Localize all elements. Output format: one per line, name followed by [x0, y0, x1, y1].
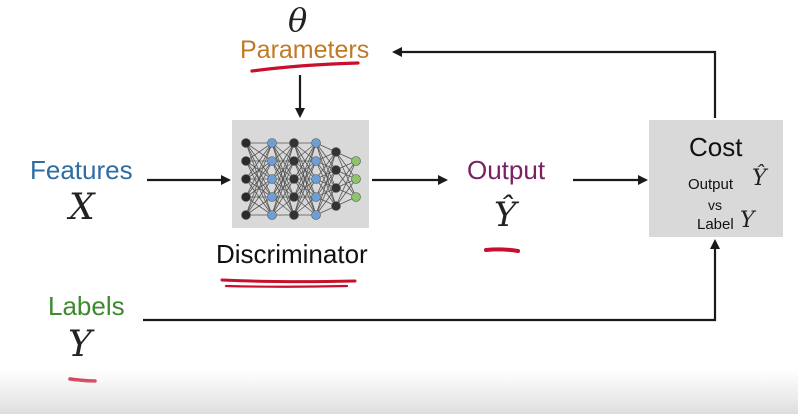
- nn-node: [267, 138, 277, 148]
- nn-edge: [245, 196, 273, 216]
- nn-edge: [245, 142, 273, 180]
- nn-edge: [271, 160, 295, 216]
- output-label: Output: [467, 155, 546, 185]
- nn-node: [289, 210, 299, 220]
- parameters-underline-annotation: [250, 61, 360, 73]
- nn-node: [331, 183, 341, 193]
- nn-node: [241, 192, 251, 202]
- cost-title: Cost: [689, 132, 743, 162]
- nn-node: [331, 165, 341, 175]
- parameters-label: Parameters: [240, 36, 370, 64]
- nn-node: [351, 174, 361, 184]
- nn-node: [289, 156, 299, 166]
- nn-edge: [293, 142, 317, 180]
- nn-edge: [335, 178, 357, 207]
- discriminator-underline-annotation: [220, 278, 357, 284]
- features-label: Features: [30, 155, 133, 185]
- nn-edge: [245, 178, 273, 216]
- nn-node: [267, 192, 277, 202]
- nn-edge: [271, 142, 295, 180]
- nn-node: [331, 201, 341, 211]
- discriminator-label: Discriminator: [216, 239, 368, 269]
- nn-edge: [245, 142, 273, 162]
- features-symbol: X: [69, 187, 95, 228]
- nn-node: [311, 210, 321, 220]
- nn-edge: [293, 178, 317, 216]
- nn-node: [267, 156, 277, 166]
- nn-edge: [271, 178, 295, 216]
- discriminator-box: [232, 120, 369, 228]
- labels-label: Labels: [48, 291, 125, 321]
- cost-to-parameters-arrow: [392, 47, 717, 118]
- nn-edge: [335, 160, 357, 189]
- labels-symbol: Y: [68, 324, 92, 365]
- nn-edge: [315, 151, 337, 216]
- nn-node: [241, 210, 251, 220]
- cost-label-text: Label: [697, 216, 734, 233]
- nn-node: [241, 138, 251, 148]
- cost-label-symbol: Y: [740, 208, 755, 233]
- cost-output-text: Output: [688, 176, 734, 193]
- nn-node: [289, 174, 299, 184]
- cost-output-symbol: Ŷ: [752, 166, 767, 191]
- output-underline-annotation: [484, 247, 520, 253]
- nn-node: [267, 210, 277, 220]
- nn-node: [311, 174, 321, 184]
- nn-node: [241, 156, 251, 166]
- nn-node: [311, 138, 321, 148]
- nn-node: [241, 174, 251, 184]
- theta-symbol: θ: [288, 1, 308, 39]
- nn-edge: [293, 142, 317, 216]
- nn-edge: [245, 142, 273, 216]
- nn-edge: [315, 187, 337, 216]
- nn-edge: [245, 160, 273, 216]
- nn-edge: [315, 151, 337, 198]
- nn-edge: [271, 142, 295, 198]
- bottom-shade: [0, 370, 798, 414]
- nn-edge: [315, 169, 337, 216]
- nn-node: [311, 156, 321, 166]
- nn-edge: [293, 142, 317, 198]
- nn-node: [331, 147, 341, 157]
- nn-edge: [335, 160, 357, 207]
- nn-edge: [315, 151, 337, 180]
- discriminator-underline-annotation-2: [224, 284, 349, 288]
- nn-edge: [293, 160, 317, 216]
- nn-node: [351, 192, 361, 202]
- neural-network-icon: [241, 138, 361, 220]
- nn-node: [311, 192, 321, 202]
- nn-edge: [271, 142, 295, 216]
- nn-node: [289, 192, 299, 202]
- nn-node: [289, 138, 299, 148]
- nn-node: [351, 156, 361, 166]
- output-symbol: Ŷ: [494, 195, 517, 235]
- nn-node: [267, 174, 277, 184]
- labels-to-cost-arrow: [143, 239, 720, 322]
- cost-vs-text: vs: [708, 197, 722, 213]
- cost-box: [649, 120, 783, 237]
- nn-edge: [245, 142, 273, 198]
